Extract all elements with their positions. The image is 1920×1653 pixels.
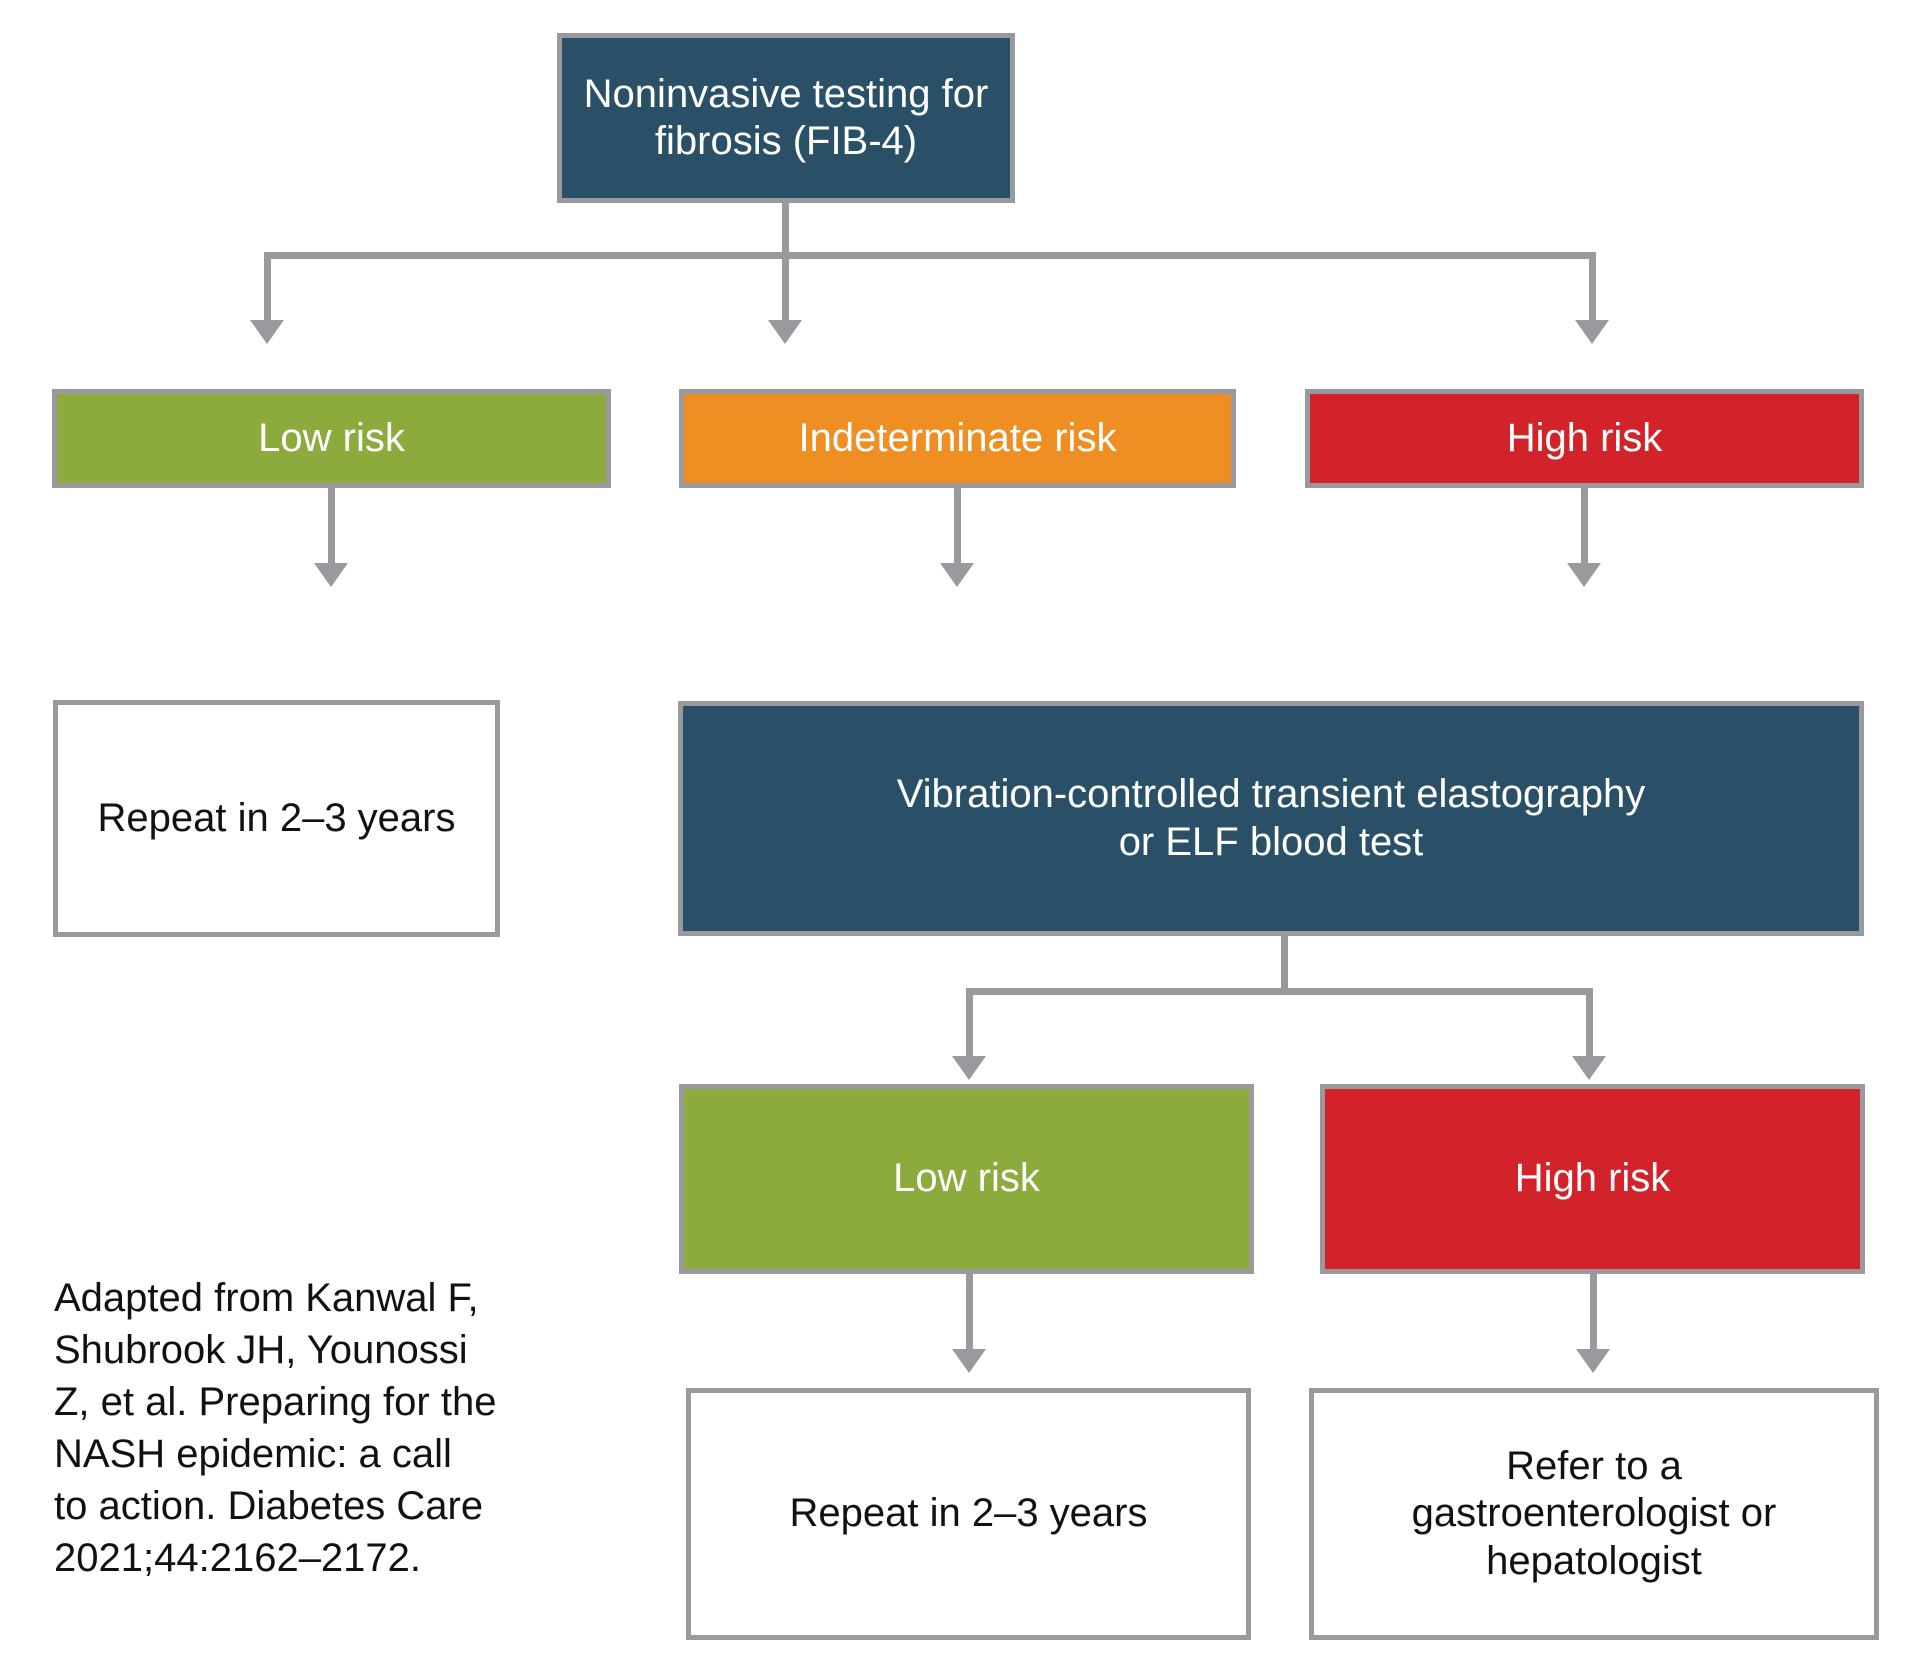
- node-repeat-in-2-3-years-bottom[interactable]: Repeat in 2–3 years: [686, 1388, 1251, 1640]
- node-noninvasive-testing-fib4[interactable]: Noninvasive testing for fibrosis (FIB-4): [557, 33, 1015, 203]
- node-refer-to-specialist-label: Refer to a gastroenterologist or hepatol…: [1411, 1444, 1777, 1583]
- node-fib4-indeterminate-risk-label: Indeterminate risk: [798, 415, 1117, 460]
- arrowhead-vcte-right: [1567, 563, 1601, 587]
- connector-low-risk-to-repeat: [328, 488, 335, 567]
- node-fib4-indeterminate-risk[interactable]: Indeterminate risk: [679, 389, 1236, 488]
- node-vcte-or-elf-label: Vibration-controlled transient elastogra…: [896, 772, 1646, 864]
- node-second-low-risk[interactable]: Low risk: [679, 1084, 1254, 1274]
- node-second-high-risk[interactable]: High risk: [1320, 1084, 1865, 1274]
- arrowhead-repeat-top: [314, 563, 348, 587]
- connector-level4-bus: [968, 988, 1593, 995]
- arrowhead-second-low-risk: [952, 1056, 986, 1080]
- arrowhead-vcte-left: [940, 563, 974, 587]
- connector-drop-second-high-risk: [1586, 988, 1593, 1060]
- arrowhead-indeterminate-risk: [768, 320, 802, 344]
- connector-drop-low-risk: [264, 252, 271, 324]
- arrowhead-low-risk: [250, 320, 284, 344]
- node-fib4-high-risk-label: High risk: [1506, 415, 1663, 460]
- node-vcte-or-elf[interactable]: Vibration-controlled transient elastogra…: [678, 701, 1864, 936]
- connector-root-stem: [782, 203, 789, 255]
- node-fib4-high-risk[interactable]: High risk: [1305, 389, 1864, 488]
- citation-text: Adapted from Kanwal F, Shubrook JH, Youn…: [54, 1276, 497, 1580]
- connector-drop-high-risk: [1589, 252, 1596, 324]
- node-second-low-risk-label: Low risk: [893, 1156, 1040, 1201]
- node-fib4-low-risk-label: Low risk: [258, 415, 405, 460]
- node-repeat-in-2-3-years-top[interactable]: Repeat in 2–3 years: [53, 700, 500, 937]
- node-repeat-in-2-3-years-bottom-label: Repeat in 2–3 years: [789, 1491, 1148, 1536]
- connector-drop-indeterminate-risk: [782, 252, 789, 324]
- connector-high-risk-to-vcte: [1581, 488, 1588, 567]
- connector-second-low-to-repeat: [966, 1274, 973, 1353]
- arrowhead-refer: [1576, 1349, 1610, 1373]
- connector-indeterminate-to-vcte: [954, 488, 961, 567]
- arrowhead-high-risk: [1575, 320, 1609, 344]
- node-second-high-risk-label: High risk: [1514, 1156, 1671, 1201]
- arrowhead-second-high-risk: [1572, 1056, 1606, 1080]
- connector-vcte-stem: [1281, 936, 1288, 991]
- node-refer-to-specialist[interactable]: Refer to a gastroenterologist or hepatol…: [1309, 1388, 1879, 1640]
- connector-level1-bus: [267, 252, 1596, 259]
- node-repeat-in-2-3-years-top-label: Repeat in 2–3 years: [97, 795, 456, 840]
- connector-second-high-to-refer: [1590, 1274, 1597, 1353]
- arrowhead-repeat-bottom: [952, 1349, 986, 1373]
- connector-drop-second-low-risk: [966, 988, 973, 1060]
- node-noninvasive-testing-fib4-label: Noninvasive testing for fibrosis (FIB-4): [583, 71, 989, 163]
- node-fib4-low-risk[interactable]: Low risk: [52, 389, 611, 488]
